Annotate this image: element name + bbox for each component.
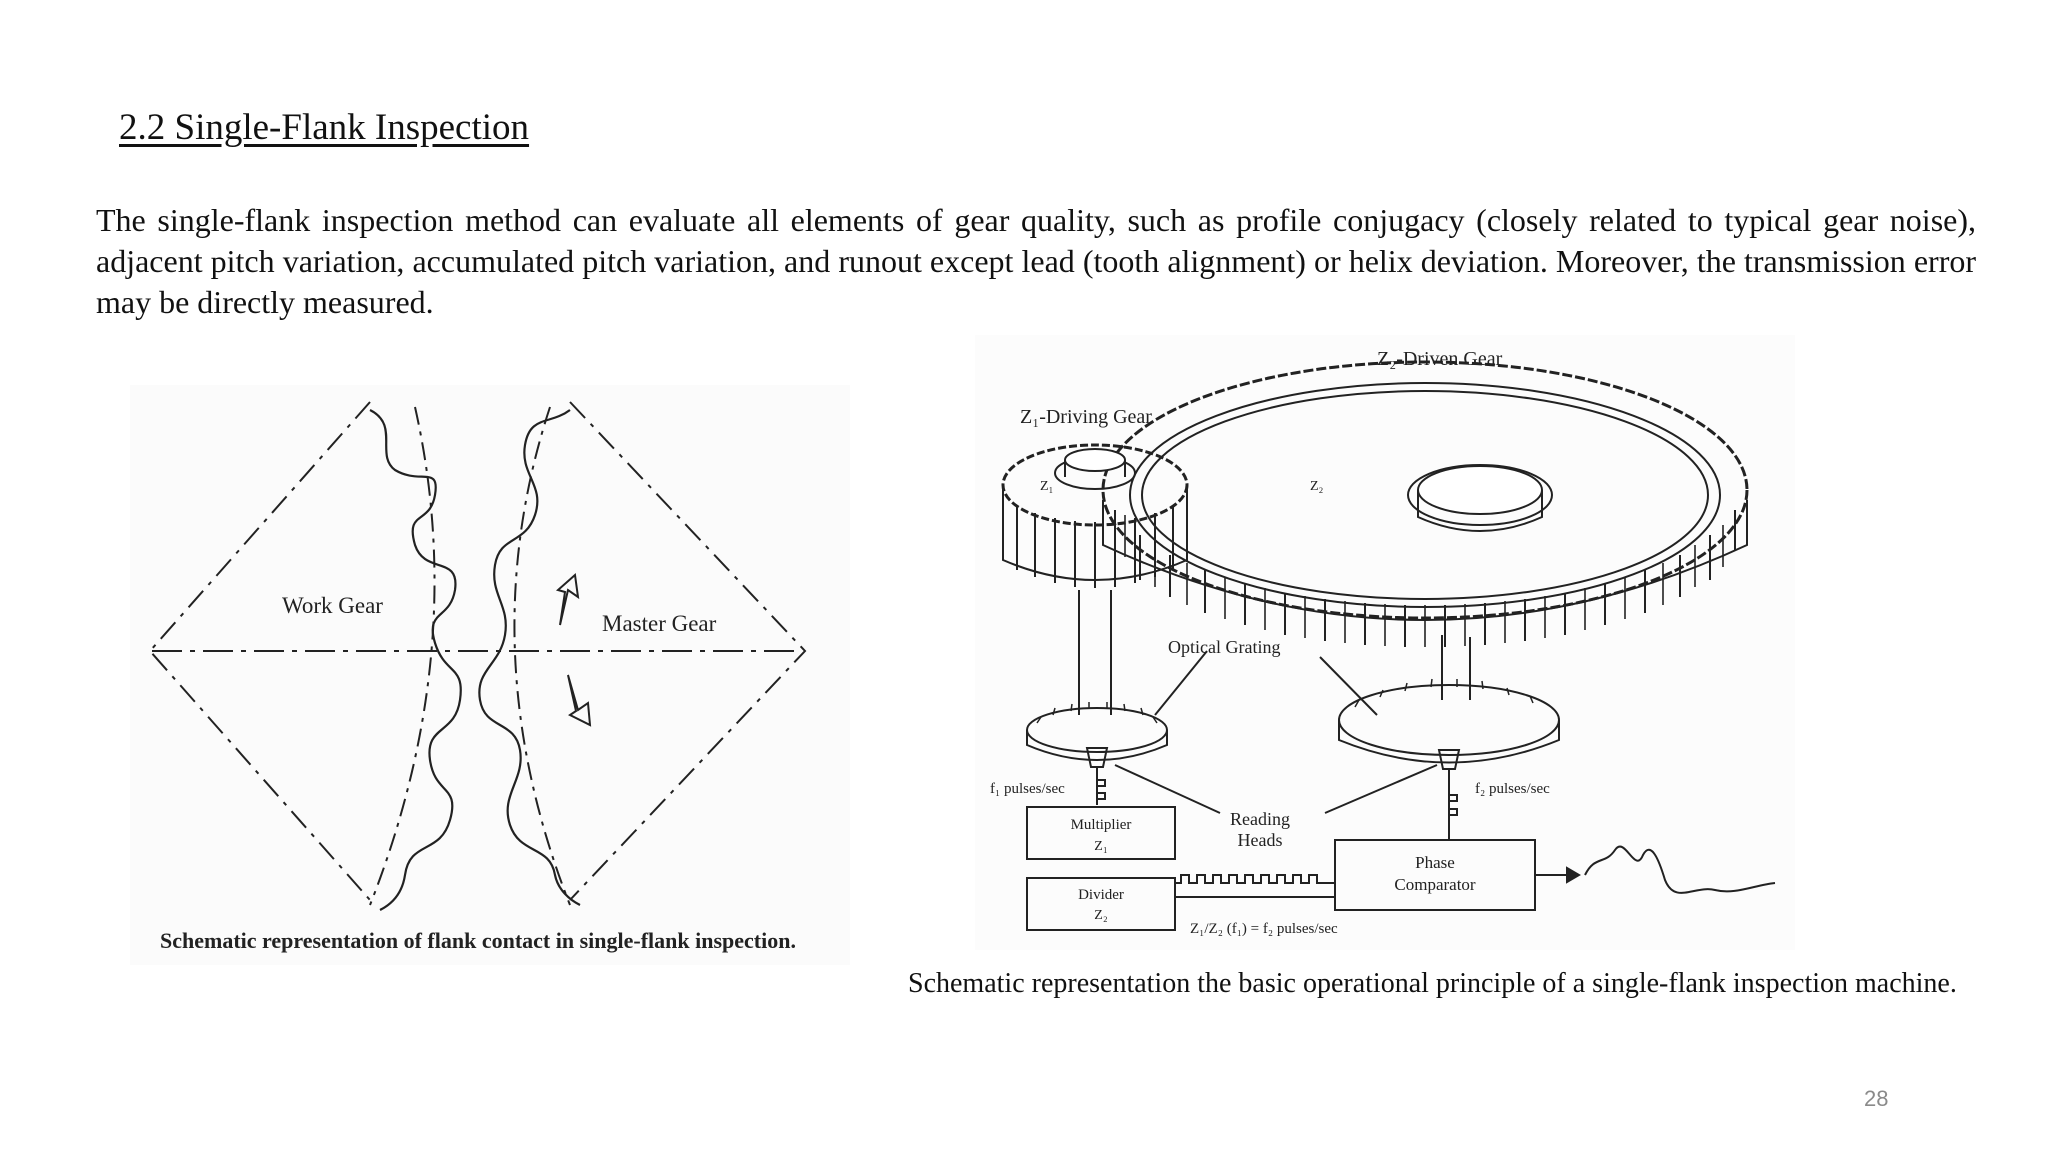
- heads-label: Heads: [1238, 830, 1283, 850]
- multiplier-label: Multiplier: [1071, 817, 1132, 833]
- reading-label: Reading: [1230, 809, 1290, 829]
- driving-gear: [1001, 443, 1189, 715]
- body-paragraph: The single-flank inspection method can e…: [96, 202, 1976, 320]
- work-gear-label: Work Gear: [282, 593, 383, 618]
- comparator-label: Comparator: [1394, 875, 1476, 894]
- left-figure-caption: Schematic representation of flank contac…: [160, 928, 796, 953]
- inspection-machine-diagram: Z₂-Driven Gear Z₁-Driving Gear Z₁ Z₂ Opt…: [990, 348, 1776, 937]
- master-gear-label: Master Gear: [602, 611, 717, 636]
- optical-grating-label: Optical Grating: [1168, 637, 1280, 657]
- section-heading: 2.2 Single-Flank Inspection: [119, 107, 530, 148]
- page-number: 28: [1864, 1086, 1889, 1111]
- z2-label: Z₂: [1310, 479, 1324, 494]
- multiplier-z-label: Z₁: [1094, 839, 1107, 854]
- inspection-machine-figure: Z₂-Driven Gear Z₁-Driving Gear Z₁ Z₂ Opt…: [975, 335, 1795, 950]
- divider-z-label: Z₂: [1094, 908, 1108, 923]
- flank-contact-diagram: Work Gear Master Gear Schematic represen…: [148, 401, 807, 953]
- driven-gear-label: Z₂-Driven Gear: [1377, 348, 1503, 370]
- f2-pulses-label: f₂ pulses/sec: [1475, 781, 1550, 797]
- formula-label: Z₁/Z₂ (f₁) = f₂ pulses/sec: [1190, 921, 1338, 937]
- phase-label: Phase: [1415, 853, 1455, 872]
- z1-label: Z₁: [1040, 479, 1053, 494]
- divider-label: Divider: [1078, 887, 1124, 903]
- driving-gear-label: Z₁-Driving Gear: [1020, 406, 1152, 428]
- right-figure-caption: Schematic representation the basic opera…: [908, 968, 1957, 999]
- driven-gear: [1101, 360, 1749, 700]
- f1-pulses-label: f₁ pulses/sec: [990, 781, 1065, 797]
- flank-contact-figure: Work Gear Master Gear Schematic represen…: [130, 385, 850, 965]
